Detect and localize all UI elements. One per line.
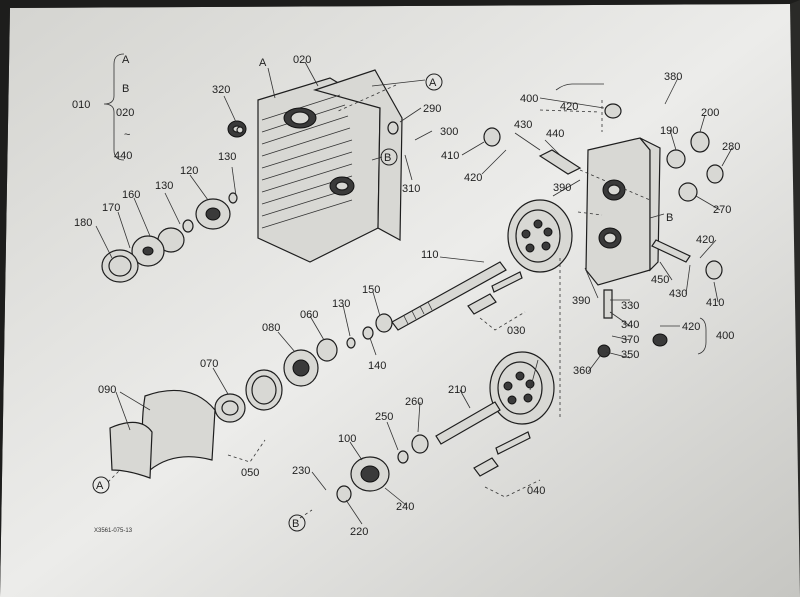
callout-label: 450 bbox=[651, 274, 669, 286]
callout-label: 100 bbox=[338, 433, 356, 445]
callout-label: 360 bbox=[573, 365, 591, 377]
callout-label: 320 bbox=[212, 84, 230, 96]
callout-label: 420 bbox=[682, 321, 700, 333]
callout-label: 420 bbox=[696, 234, 714, 246]
callout-label: 290 bbox=[423, 103, 441, 115]
callout-label: 420 bbox=[464, 172, 482, 184]
callout-label: 430 bbox=[669, 288, 687, 300]
callout-label: 030 bbox=[507, 325, 525, 337]
shaft-assembly-110 bbox=[214, 261, 507, 423]
callout-label: 340 bbox=[621, 319, 639, 331]
callout-label: 210 bbox=[448, 384, 466, 396]
callout-label: 260 bbox=[405, 396, 423, 408]
callout-label: 390 bbox=[572, 295, 590, 307]
dashed-assembly-lines bbox=[107, 84, 651, 519]
group-range-item: 020 bbox=[116, 107, 134, 119]
left-shaft-parts bbox=[101, 120, 247, 283]
callout-label: 430 bbox=[514, 119, 532, 131]
callout-label: 410 bbox=[706, 297, 724, 309]
callout-label: 110 bbox=[421, 249, 439, 261]
callout-label: 370 bbox=[621, 334, 639, 346]
leader-lines bbox=[95, 61, 733, 525]
callout-label: 070 bbox=[200, 358, 218, 370]
callout-label: 010 bbox=[72, 99, 90, 111]
callout-label: 330 bbox=[621, 300, 639, 312]
cradle-090 bbox=[109, 389, 216, 479]
group-bracket-400 bbox=[555, 83, 707, 355]
callout-label: 350 bbox=[621, 349, 639, 361]
center-section-housing bbox=[236, 103, 724, 358]
cylinder-block-upper bbox=[467, 199, 573, 315]
callout-label: B bbox=[666, 212, 673, 224]
callout-label: 140 bbox=[368, 360, 386, 372]
group-bracket-010: A B 020 ~ 440 bbox=[103, 53, 134, 162]
callout-label: 050 bbox=[241, 467, 259, 479]
group-range-item: ~ bbox=[124, 129, 130, 141]
ref-circle-label: A bbox=[96, 480, 104, 492]
callout-label: 280 bbox=[722, 141, 740, 153]
group-range-item: B bbox=[122, 83, 129, 95]
group-range-item: 440 bbox=[114, 150, 132, 162]
callout-labels: 010 020 A 320 290 300 310 130 120 160 13… bbox=[72, 54, 740, 538]
ref-circle-label: B bbox=[384, 152, 391, 164]
callout-label: 130 bbox=[332, 298, 350, 310]
callout-label: 080 bbox=[262, 322, 280, 334]
callout-label: 220 bbox=[350, 526, 368, 538]
callout-label: 270 bbox=[713, 204, 731, 216]
callout-label: 060 bbox=[300, 309, 318, 321]
callout-label: 160 bbox=[122, 189, 140, 201]
gear-case-housing bbox=[257, 69, 403, 263]
callout-label: 400 bbox=[716, 330, 734, 342]
callout-label: 150 bbox=[362, 284, 380, 296]
callout-label: 240 bbox=[396, 501, 414, 513]
group-range-item: A bbox=[122, 54, 130, 66]
callout-label: 190 bbox=[660, 125, 678, 137]
callout-label: 180 bbox=[74, 217, 92, 229]
callout-label: 130 bbox=[218, 151, 236, 163]
callout-label: 130 bbox=[155, 180, 173, 192]
callout-label: 300 bbox=[440, 126, 458, 138]
callout-label: 040 bbox=[527, 485, 545, 497]
reference-markers: A B A B bbox=[92, 73, 443, 532]
callout-label: 420 bbox=[560, 101, 578, 113]
callout-label: 380 bbox=[664, 71, 682, 83]
callout-label: 410 bbox=[441, 150, 459, 162]
callout-label: 120 bbox=[180, 165, 198, 177]
callout-label: 020 bbox=[293, 54, 311, 66]
ref-circle-label: A bbox=[429, 77, 437, 89]
callout-label: 170 bbox=[102, 202, 120, 214]
ref-circle-label: B bbox=[292, 518, 299, 530]
callout-label: 200 bbox=[701, 107, 719, 119]
figure-code: X3561-075-13 bbox=[94, 528, 133, 534]
callout-label: 230 bbox=[292, 465, 310, 477]
callout-label: 400 bbox=[520, 93, 538, 105]
callout-label: 310 bbox=[402, 183, 420, 195]
callout-label: 390 bbox=[553, 182, 571, 194]
callout-label: 440 bbox=[546, 128, 564, 140]
callout-label: 250 bbox=[375, 411, 393, 423]
callout-label: A bbox=[259, 57, 267, 69]
cylinder-block-lower bbox=[336, 351, 555, 503]
callout-label: 090 bbox=[98, 384, 116, 396]
